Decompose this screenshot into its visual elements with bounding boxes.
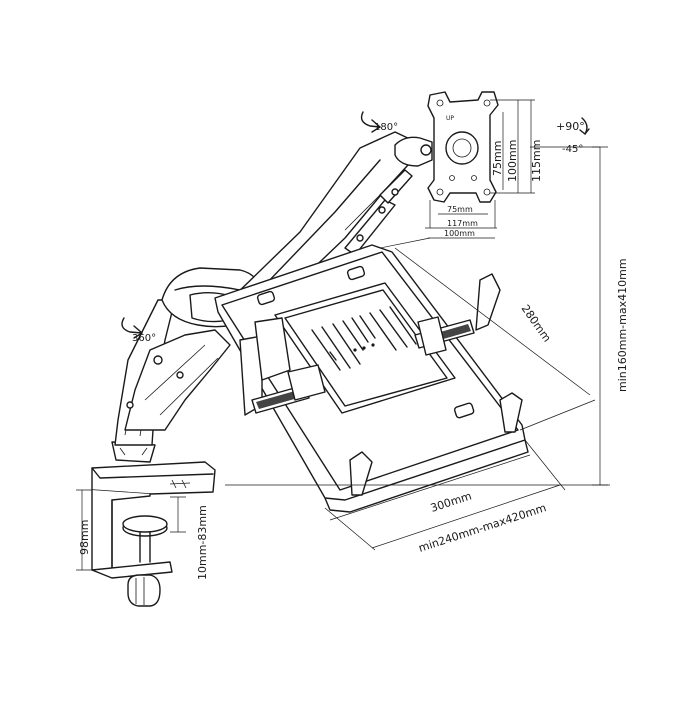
tray-width-label: 300mm [429, 489, 473, 514]
vesa-height-115-label: 115mm [530, 140, 543, 182]
desk-thickness-label: 10mm-83mm [196, 505, 209, 580]
vesa-height-100-label: 100mm [506, 140, 519, 182]
dimension-lines [76, 99, 610, 571]
vesa-width-100-label: 100mm [444, 229, 475, 238]
upper-arm [229, 131, 433, 321]
vesa-width-117-label: 117mm [447, 219, 478, 228]
rotation-180-label: 180° [374, 122, 398, 133]
vesa-up-mark: UP [446, 115, 454, 122]
tray-vent-slots [311, 306, 417, 371]
vesa-plate: UP [427, 91, 499, 203]
clamp-height-label: 98mm [78, 520, 91, 555]
rotation-360-label: 360° [132, 333, 156, 344]
desk-clamp [91, 461, 216, 607]
vesa-width-75-label: 75mm [447, 205, 473, 214]
height-range-label: min160mm-max410mm [616, 258, 629, 392]
tilt-up-label: +90° [556, 120, 585, 133]
tilt-down-label: -45° [562, 144, 583, 155]
vesa-height-75-label: 75mm [491, 141, 504, 176]
tray-depth-label: 280mm [519, 302, 554, 344]
laptop-tray [214, 244, 529, 513]
